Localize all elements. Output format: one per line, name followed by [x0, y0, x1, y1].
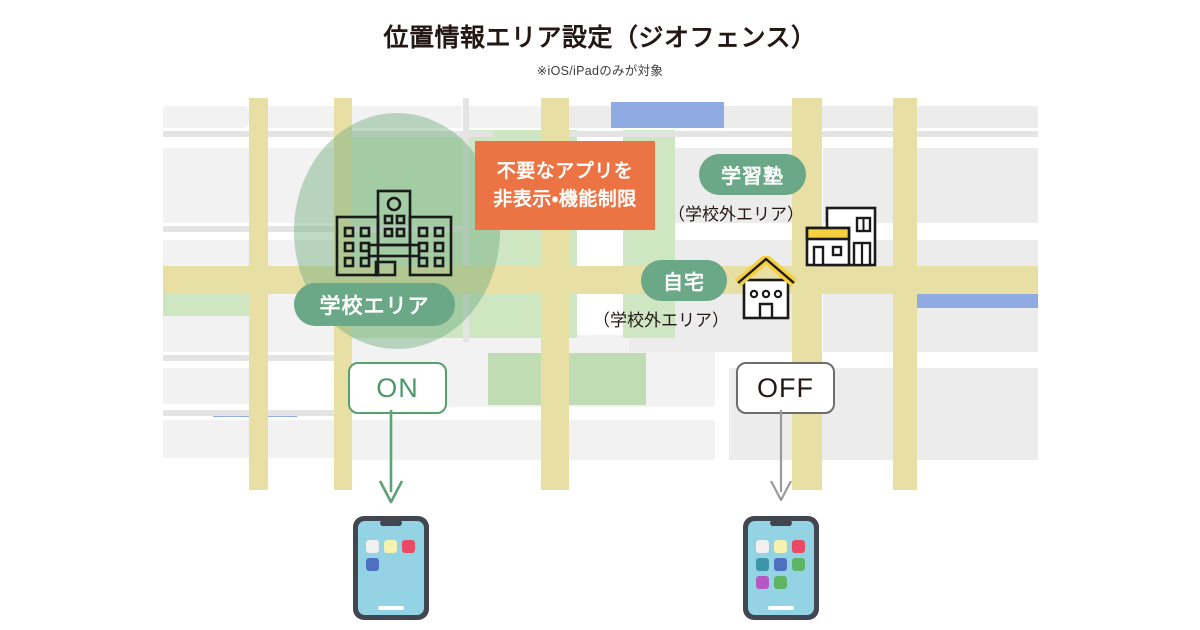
map-street: [543, 131, 1038, 137]
map-road-vertical: [249, 98, 268, 490]
map-block: [267, 420, 334, 458]
zone-pill-juku-label: 学習塾: [721, 166, 784, 188]
map-block: [341, 420, 715, 460]
toggle-on-button[interactable]: ON: [348, 362, 447, 414]
map-park: [163, 294, 249, 316]
toggle-off-label: OFF: [757, 372, 814, 403]
map-street: [163, 131, 493, 137]
map-block: [163, 420, 249, 458]
map-street: [463, 98, 469, 342]
map-road-vertical: [893, 98, 917, 490]
map-road-horizontal: [163, 266, 1038, 294]
map-block: [163, 106, 249, 128]
zone-pill-school: 学校エリア: [294, 283, 455, 326]
device-unrestricted: [741, 514, 821, 622]
map-block: [267, 106, 334, 128]
zone-sublabel-juku: （学校外エリア）: [668, 205, 804, 224]
zone-pill-home: 自宅: [641, 260, 727, 301]
toggle-off-button[interactable]: OFF: [736, 362, 835, 414]
toggle-on-label: ON: [376, 372, 419, 403]
callout-line-1: 不要なアプリを: [496, 160, 634, 182]
zone-pill-school-label: 学校エリア: [319, 294, 430, 318]
restriction-callout: 不要なアプリを 非表示・機能制限: [475, 141, 655, 230]
callout-line-2: 非表示・機能制限: [493, 188, 637, 210]
map-block: [163, 240, 249, 266]
page-title: 位置情報エリア設定（ジオフェンス）: [383, 24, 817, 52]
zone-pill-home-label: 自宅: [663, 272, 705, 294]
map-street: [163, 226, 463, 232]
map-block: [163, 368, 249, 404]
map-block: [729, 106, 1038, 128]
map-block: [469, 106, 541, 128]
device-restricted: [351, 514, 431, 622]
map-block: [352, 106, 462, 128]
school-building-icon: [329, 186, 459, 281]
zone-pill-juku: 学習塾: [699, 154, 806, 195]
page-subtitle: ※iOS/iPadのみが対象: [536, 64, 664, 78]
house-icon: [734, 254, 798, 321]
cram-school-building-icon: [803, 203, 879, 268]
map-block: [163, 148, 249, 223]
map-block: [267, 148, 334, 223]
map-water: [611, 102, 724, 128]
map-canvas: 不要なアプリを 非表示・機能制限 学校エリア 学習塾 （学校外エリア）: [163, 98, 1038, 490]
zone-sublabel-home: （学校外エリア）: [593, 311, 729, 330]
